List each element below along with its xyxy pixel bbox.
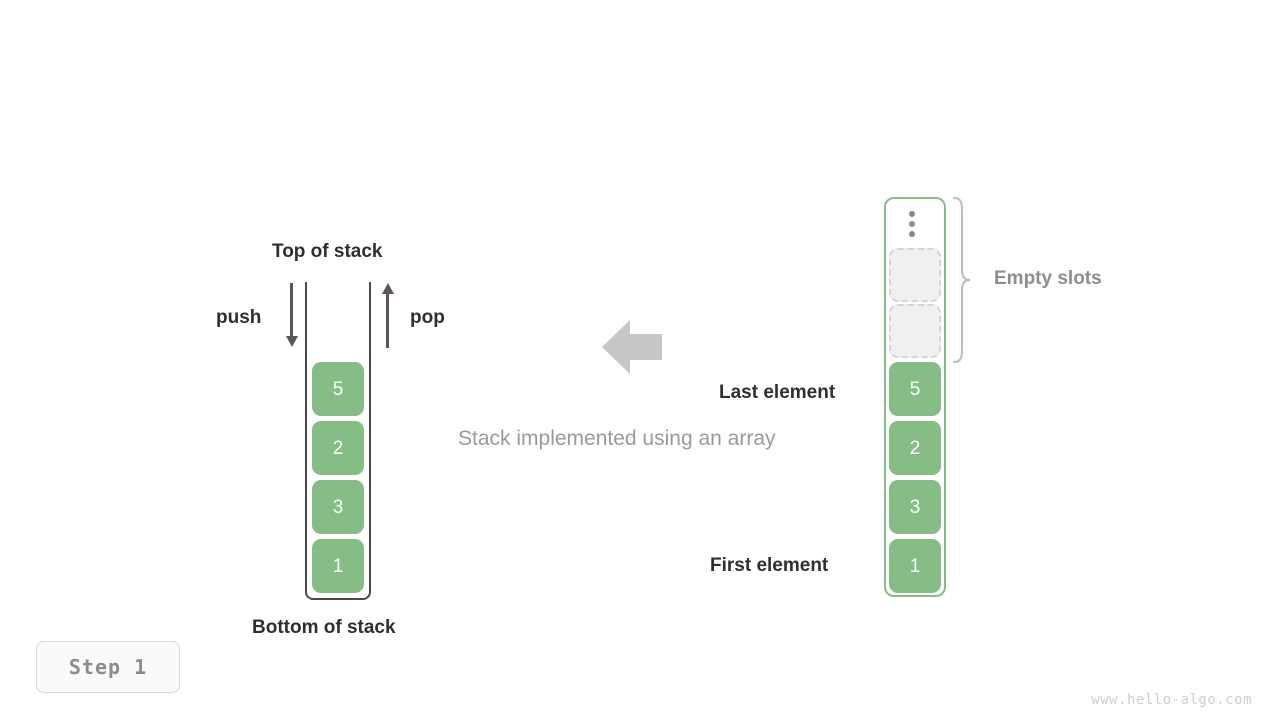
bottom-of-stack-label: Bottom of stack: [252, 617, 396, 638]
step-badge: Step 1: [36, 641, 180, 693]
array-cell[interactable]: 5: [889, 362, 941, 416]
array-cell[interactable]: 3: [889, 480, 941, 534]
empty-slot[interactable]: [889, 304, 941, 358]
push-label: push: [216, 307, 262, 328]
vertical-ellipsis-icon: [909, 211, 915, 237]
watermark: www.hello-algo.com: [1091, 692, 1252, 708]
first-element-label: First element: [710, 555, 829, 576]
stack-cell[interactable]: 3: [312, 480, 364, 534]
last-element-label: Last element: [719, 382, 836, 403]
empty-slot[interactable]: [889, 248, 941, 302]
curly-brace-icon: [950, 196, 974, 369]
stack-cell[interactable]: 1: [312, 539, 364, 593]
array-cell[interactable]: 2: [889, 421, 941, 475]
stack-cell[interactable]: 2: [312, 421, 364, 475]
stack-cell[interactable]: 5: [312, 362, 364, 416]
diagram-caption: Stack implemented using an array: [458, 427, 776, 450]
pop-arrow-icon: [382, 283, 396, 349]
top-of-stack-label: Top of stack: [272, 241, 383, 262]
arrow-left-icon: [602, 320, 662, 379]
array-cell[interactable]: 1: [889, 539, 941, 593]
push-arrow-icon: [286, 283, 300, 349]
empty-slots-label: Empty slots: [994, 268, 1102, 289]
pop-label: pop: [410, 307, 445, 328]
